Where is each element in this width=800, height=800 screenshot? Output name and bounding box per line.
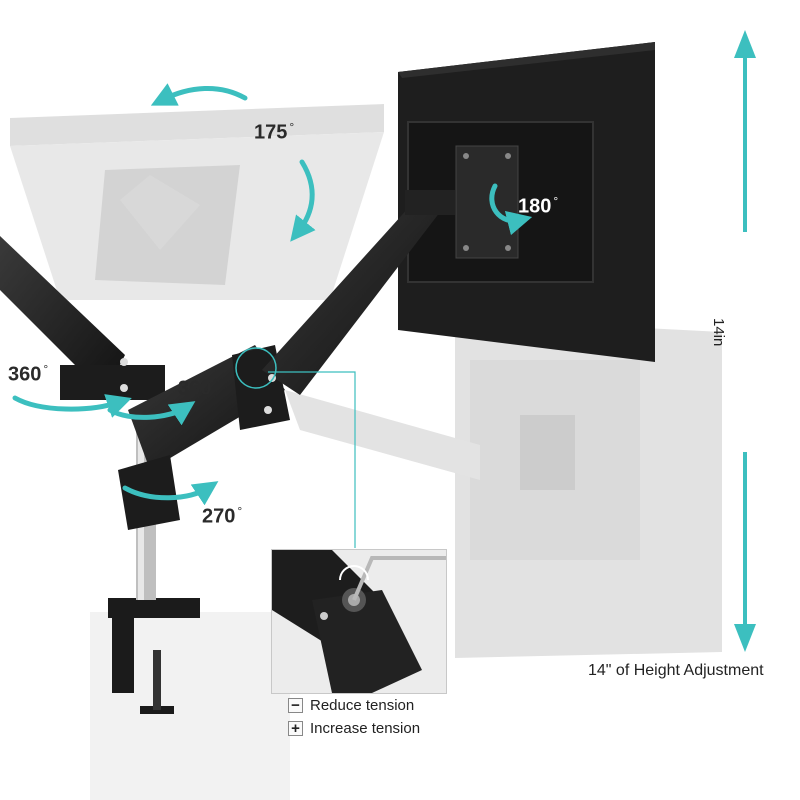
- angle-value: 175: [254, 121, 288, 144]
- increase-tension-row: + Increase tension: [288, 720, 420, 737]
- height-caption: 14" of Height Adjustment: [588, 662, 764, 679]
- monitor-arms: [0, 190, 455, 530]
- angle-value: 360: [8, 363, 42, 386]
- reduce-tension-label: Reduce tension: [310, 697, 415, 714]
- angle-label-swivel: 180°: [518, 194, 558, 219]
- degree-symbol: °: [553, 194, 559, 208]
- angle-label-right-arm: 360°: [178, 376, 218, 401]
- degree-symbol: °: [289, 120, 295, 134]
- rotation-arrows: [12, 83, 533, 506]
- tension-detail-drawing: [272, 550, 446, 693]
- degree-symbol: °: [43, 362, 49, 376]
- increase-tension-label: Increase tension: [310, 720, 421, 737]
- ghost-tilted-monitor: [10, 104, 384, 300]
- angle-value: 360: [178, 377, 212, 400]
- angle-label-base: 270°: [202, 504, 242, 529]
- plus-icon: +: [288, 721, 303, 736]
- height-value-label: 14in: [710, 318, 727, 347]
- degree-symbol: °: [213, 376, 219, 390]
- degree-symbol: °: [237, 504, 243, 518]
- ghost-lowered-monitor: [285, 318, 722, 658]
- angle-label-left-arm: 360°: [8, 362, 48, 387]
- reduce-tension-row: − Reduce tension: [288, 697, 414, 714]
- angle-value: 180: [518, 195, 552, 218]
- angle-label-tilt: 175°: [254, 120, 294, 145]
- callout-ring: [235, 347, 277, 389]
- tension-detail-inset: [271, 549, 447, 694]
- angle-value: 270: [202, 505, 236, 528]
- height-arrow: [734, 30, 756, 652]
- minus-icon: −: [288, 698, 303, 713]
- callout-line: [268, 371, 356, 548]
